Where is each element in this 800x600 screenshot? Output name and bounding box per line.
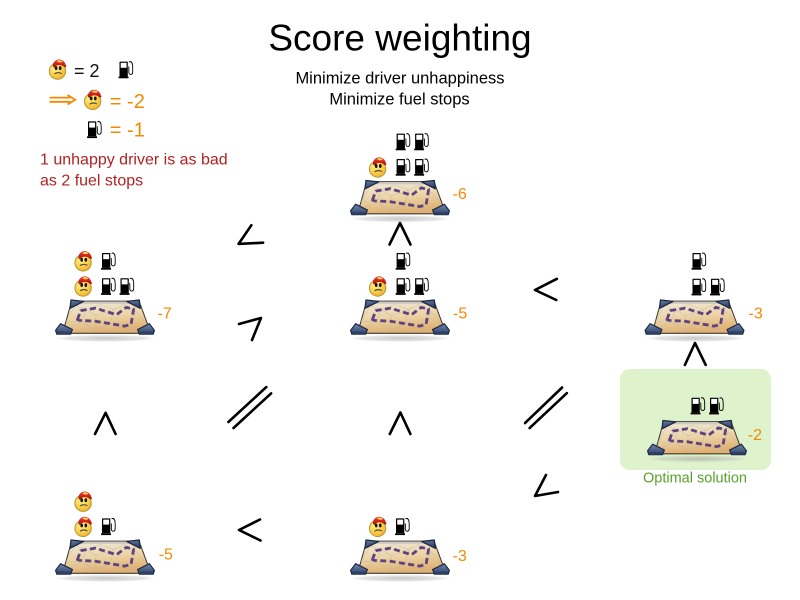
svg-text:-2: -2 [748, 427, 762, 444]
svg-text:= 2: = 2 [74, 61, 100, 81]
svg-text:-6: -6 [453, 186, 467, 203]
svg-text:= -1: = -1 [110, 120, 145, 142]
svg-text:-7: -7 [158, 306, 172, 323]
svg-text:as 2 fuel stops: as 2 fuel stops [40, 173, 143, 190]
svg-text:Optimal solution: Optimal solution [643, 471, 747, 487]
svg-text:-5: -5 [453, 306, 467, 323]
svg-text:Score weighting: Score weighting [268, 18, 531, 59]
svg-text:= -2: = -2 [110, 91, 145, 113]
svg-text:-3: -3 [749, 306, 763, 323]
svg-text:-3: -3 [453, 548, 467, 565]
svg-text:1 unhappy driver is as bad: 1 unhappy driver is as bad [40, 152, 228, 169]
svg-text:Minimize driver unhappiness: Minimize driver unhappiness [295, 70, 504, 88]
svg-text:Minimize fuel stops: Minimize fuel stops [329, 90, 469, 108]
svg-text:-5: -5 [159, 547, 173, 564]
